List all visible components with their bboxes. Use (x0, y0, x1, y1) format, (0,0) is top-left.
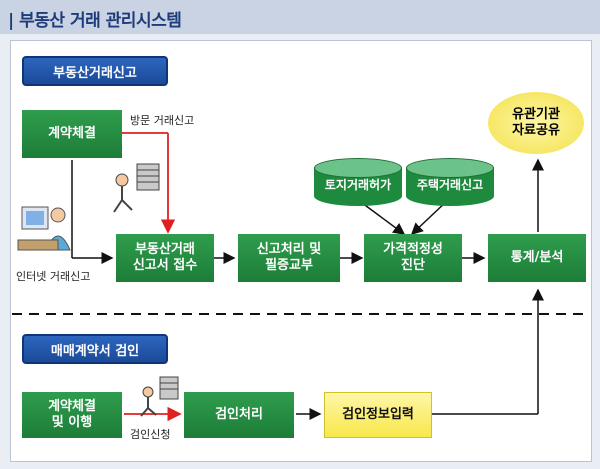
node-contract2: 계약체결 및 이행 (22, 392, 122, 438)
node-inspect: 검인처리 (184, 392, 294, 438)
section-report-tab: 부동산거래신고 (22, 56, 168, 86)
section-inspection-tab: 매매계약서 검인 (22, 334, 168, 364)
node-receipt: 부동산거래 신고서 접수 (116, 234, 214, 282)
db-land-label: 토지거래허가 (324, 178, 392, 192)
node-inspect-input: 검인정보입력 (324, 392, 432, 438)
db-land: 토지거래허가 (314, 158, 402, 206)
node-appraisal: 가격적정성 진단 (364, 234, 462, 282)
node-contract: 계약체결 (22, 110, 122, 158)
label-inspect-apply: 검인신청 (130, 428, 171, 441)
runner-icon-bottom (140, 376, 179, 417)
node-share: 유관기관 자료공유 (488, 92, 584, 154)
title-bar: | 부동산 거래 관리시스템 (0, 0, 600, 34)
label-internet: 인터넷 거래신고 (16, 270, 91, 283)
node-stats: 통계/분석 (488, 234, 586, 282)
node-process: 신고처리 및 필증교부 (238, 234, 340, 282)
page-title: | 부동산 거래 관리시스템 (8, 11, 182, 31)
runner-icon-top (113, 163, 160, 213)
db-house-label: 주택거래신고 (416, 178, 484, 192)
db-house: 주택거래신고 (406, 158, 494, 206)
label-visit: 방문 거래신고 (130, 114, 195, 127)
internet-user-icon (17, 206, 71, 251)
